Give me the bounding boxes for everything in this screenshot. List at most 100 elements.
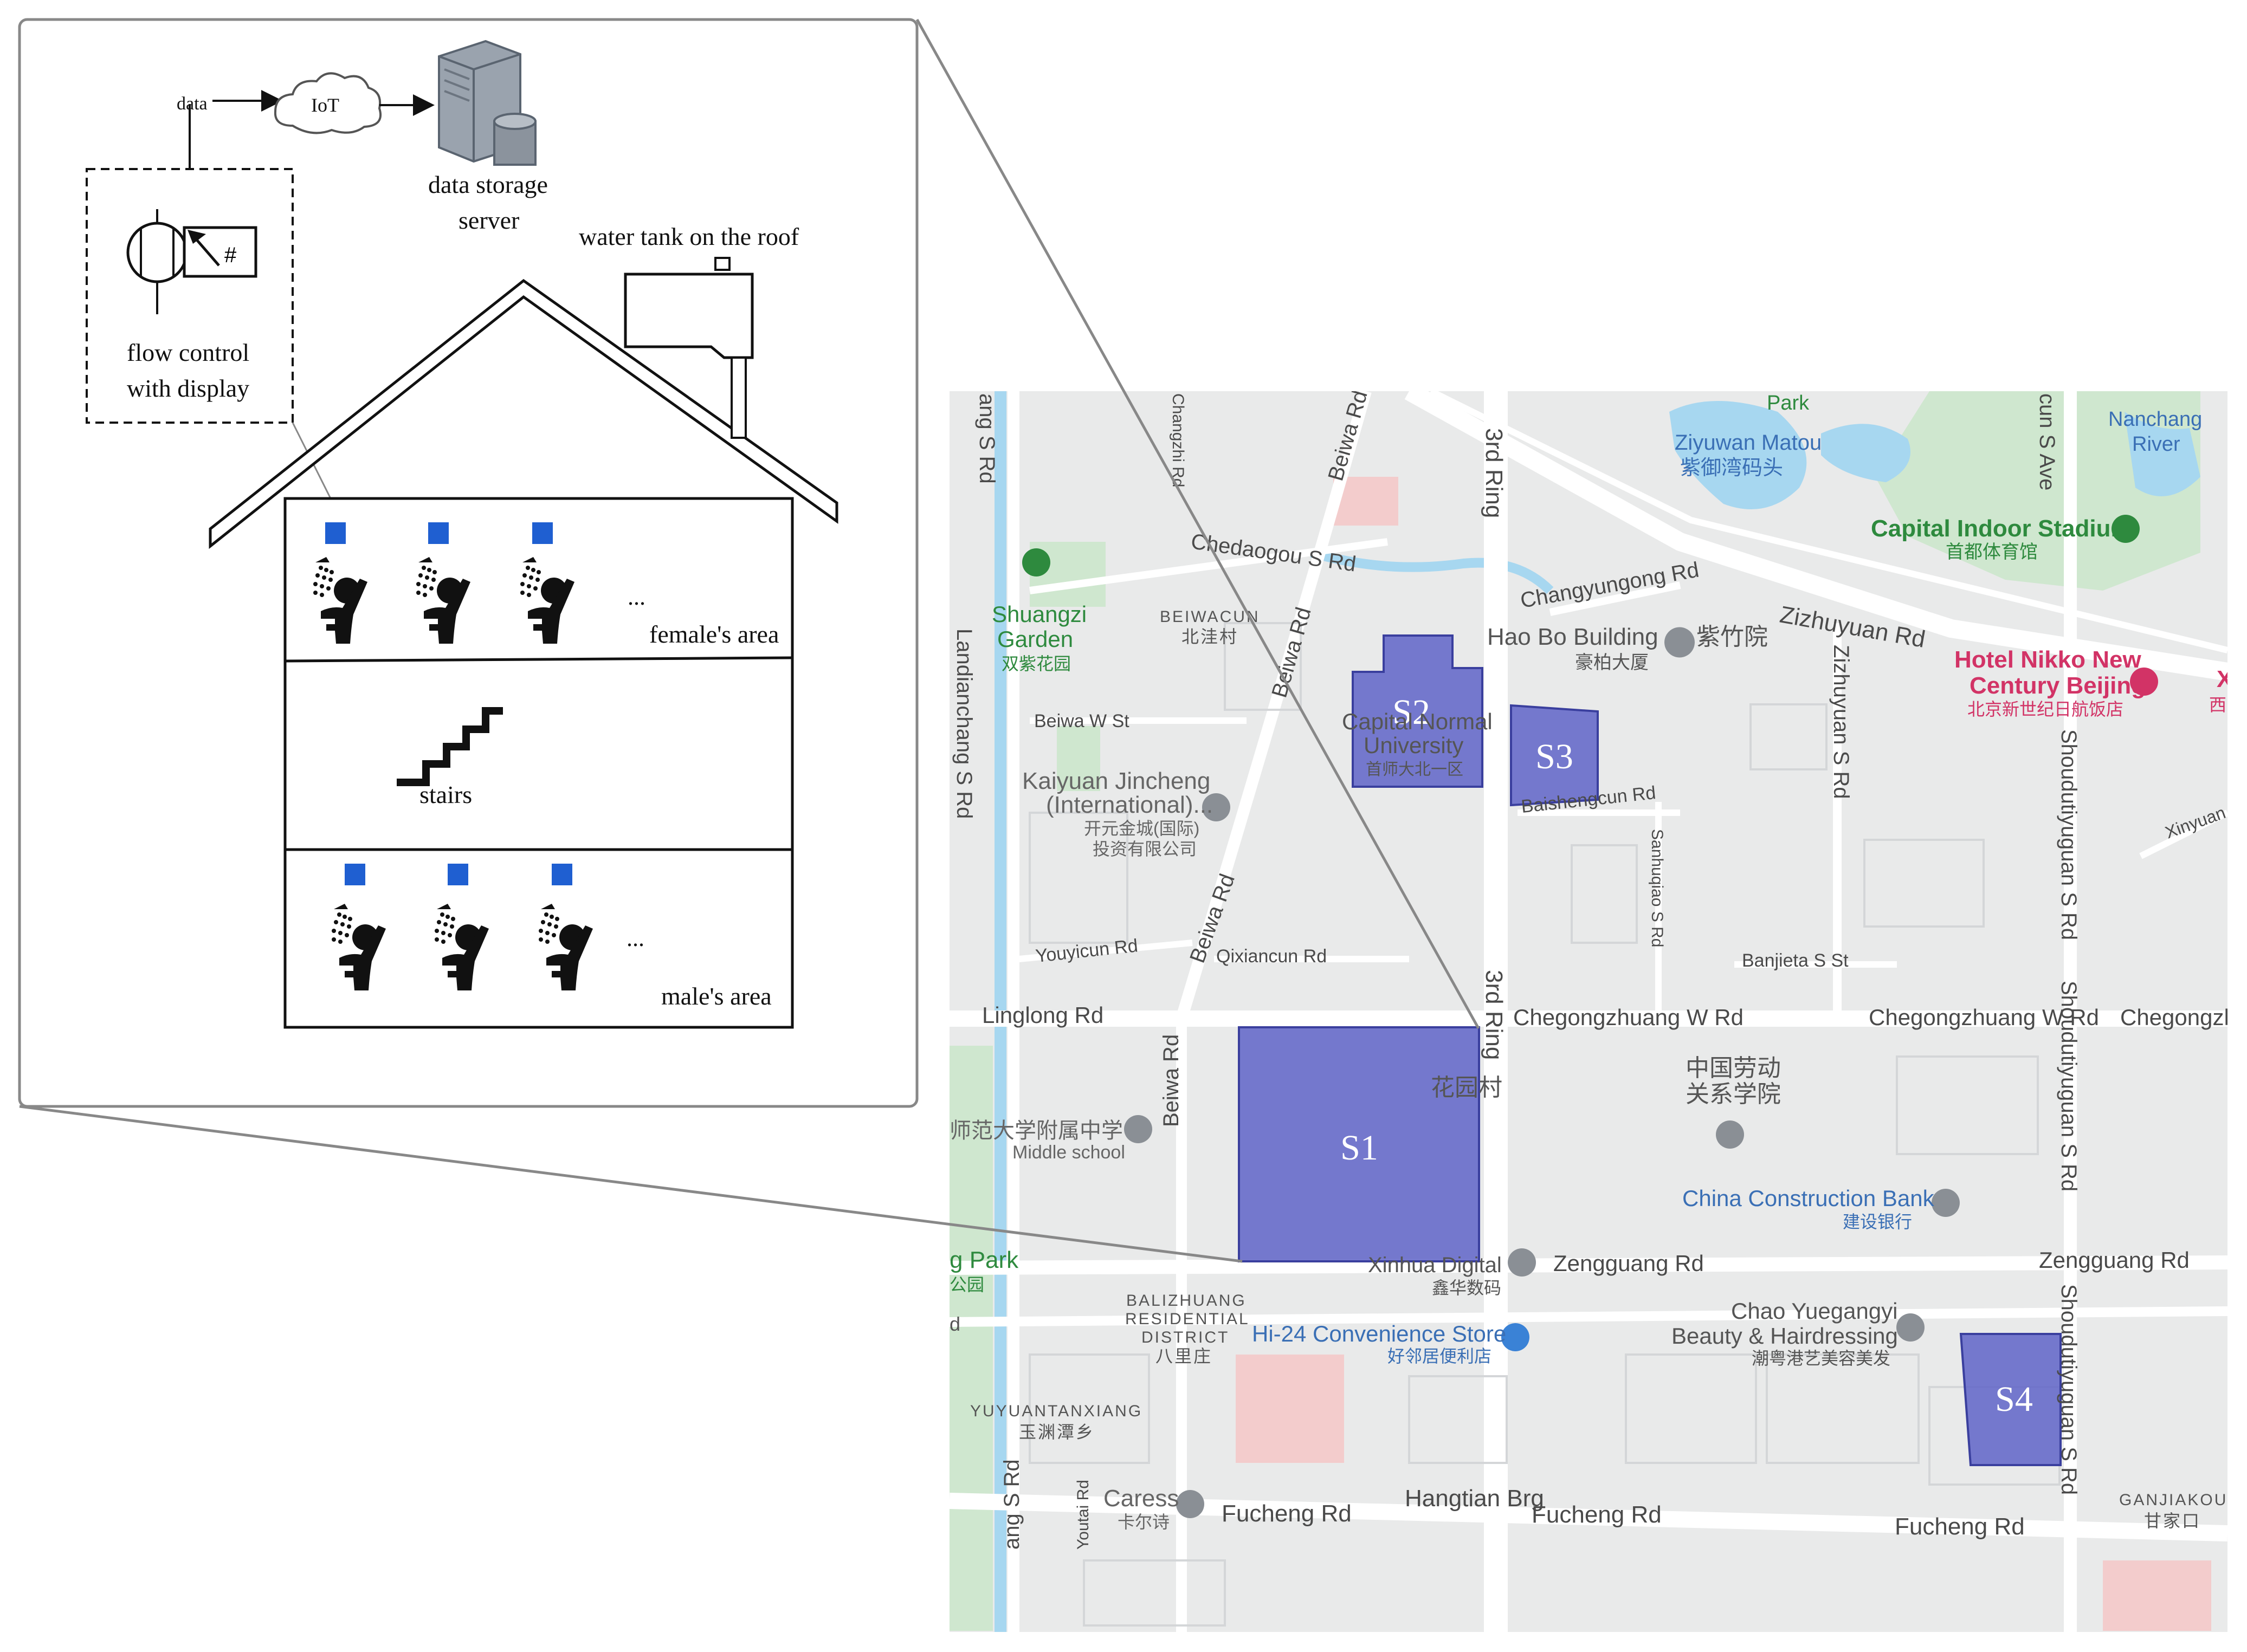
road-label: Hangtian Brg: [1405, 1485, 1544, 1512]
district-label: GANJIAKOU: [2119, 1491, 2227, 1509]
stairs-icon: [397, 707, 503, 786]
road-label: Youtai Rd: [1074, 1480, 1092, 1550]
iot-label: IoT: [311, 94, 339, 116]
road-label: Linglong Rd: [982, 1002, 1103, 1028]
poi-label: 师范大学附属中学: [950, 1119, 1123, 1143]
site-s4-area: [1959, 1333, 2062, 1466]
school-pin-icon[interactable]: [1716, 1120, 1744, 1149]
poi-label: Beauty & Hairdressing: [1671, 1323, 1898, 1349]
stadium-pin-icon[interactable]: [2112, 515, 2140, 543]
poi-label: Ziyuwan Matou: [1675, 431, 1822, 455]
poi-label: 紫竹院: [1696, 624, 1768, 650]
poi-label: Chao Yuegangyi: [1731, 1298, 1898, 1324]
poi-label: 卡尔诗: [1118, 1512, 1170, 1532]
poi-label: Kaiyuan Jincheng: [1022, 768, 1210, 794]
stairs-label: stairs: [419, 781, 472, 808]
server-label: server: [459, 206, 519, 234]
road-label: Zizhuyuan S Rd: [1829, 645, 1853, 799]
road-label: Zengguang Rd: [2039, 1247, 2190, 1273]
park-left: [950, 1046, 993, 1631]
sensor-marker: [345, 864, 365, 885]
road-label: Shoudutiyuguan S Rd: [2057, 1284, 2081, 1495]
map-panel: S2 S3 S1 S4 Chedaogou S Rd Changyungong …: [950, 391, 2247, 1632]
poi-label: 建设银行: [1843, 1212, 1912, 1232]
flow-control-label: with display: [127, 374, 249, 402]
flow-meter-icon: #: [126, 209, 257, 314]
floor-divider: [285, 656, 793, 663]
building-blocks: [1029, 622, 2061, 1627]
sensor-marker: [448, 864, 468, 885]
cloud-icon: [274, 72, 382, 134]
poi-label: Xi: [2217, 666, 2239, 692]
district-label: RESIDENTIAL: [1125, 1310, 1250, 1328]
poi-label: (International)...: [1046, 792, 1213, 818]
road-label: Qixiancun Rd: [1216, 946, 1327, 967]
location-pin-icon[interactable]: [1508, 1248, 1536, 1277]
poi-label: Caress: [1103, 1485, 1179, 1512]
location-pin-icon[interactable]: [1896, 1313, 1925, 1342]
store-pin-icon[interactable]: [1501, 1323, 1529, 1351]
hotel-pin-icon[interactable]: [2130, 668, 2158, 696]
green-patch: [1057, 726, 1100, 791]
ellipsis-label: ...: [627, 925, 644, 951]
server-icon: [438, 40, 537, 166]
poi-label: Middle school: [1012, 1142, 1125, 1163]
poi-label: Hi-24 Convenience Store: [1252, 1321, 1506, 1346]
male-area-label: male's area: [661, 982, 772, 1010]
poi-label: 投资有限公司: [1093, 839, 1197, 859]
district-label: 八里庄: [1155, 1346, 1212, 1366]
poi-label: 紫御湾码头: [1680, 457, 1783, 480]
school-pin-icon[interactable]: [1124, 1115, 1152, 1143]
nanchang-river: [2125, 412, 2200, 496]
poi-label: River: [2132, 433, 2180, 456]
road-label: Landianchang S Rd: [952, 629, 976, 819]
district-label: BEIWACUN: [1160, 608, 1260, 626]
poi-label: 双紫花园: [1002, 654, 1071, 673]
female-area: ... female's area: [313, 522, 779, 648]
road-label: Chegongzhu: [2120, 1005, 2247, 1030]
poi-label: 中国劳动: [1686, 1055, 1781, 1081]
sensor-marker: [428, 522, 449, 544]
poi-label: Hotel Nikko New: [1954, 646, 2142, 673]
lake: [1669, 401, 1807, 509]
poi-label: China Construction Bank: [1682, 1185, 1935, 1211]
canal: [1310, 548, 1554, 594]
district-label: 北洼村: [1181, 627, 1238, 646]
road-label: Beiwa Rd: [1159, 1034, 1183, 1127]
road-label: Beiwa W St: [1034, 711, 1129, 731]
road-label: Fucheng Rd: [1222, 1500, 1352, 1527]
poi-label: d: [950, 1313, 960, 1335]
poi-label: University: [1364, 733, 1463, 758]
poi-label: 公园: [950, 1275, 984, 1294]
poi-label: Park: [1767, 392, 1810, 414]
poi-label: Hao Bo Building: [1487, 624, 1658, 650]
road-label: ang S Rd: [975, 393, 999, 484]
poi-label: 好邻居便利店: [1387, 1346, 1491, 1366]
road-label: Sanhuqiao S Rd: [1648, 829, 1666, 948]
zoom-callout-lines: [19, 18, 1480, 1263]
lake-east: [1821, 424, 1910, 482]
location-pin-icon[interactable]: [1202, 793, 1230, 821]
sensor-marker: [552, 864, 572, 885]
site-s2-label: S2: [1392, 692, 1430, 732]
location-pin-icon[interactable]: [1664, 627, 1695, 658]
poi-label: Capital Normal: [1342, 709, 1493, 734]
female-area-label: female's area: [649, 620, 779, 648]
diagram-panel: data IoT data storage server: [18, 18, 919, 1108]
poi-label: Capital Indoor Stadium: [1871, 515, 2132, 542]
bank-pin-icon[interactable]: [1932, 1189, 1960, 1217]
water-tank-icon: [624, 257, 754, 439]
road-label: Chegongzhuang W Rd: [1513, 1005, 1744, 1030]
road-label: Shoudutiyuguan S Rd: [2057, 729, 2081, 940]
poi-label: 北京新世纪日航饭店: [1967, 699, 2123, 719]
park-pin-icon[interactable]: [1022, 548, 1050, 576]
site-s1-area: [1238, 1026, 1480, 1262]
road-label: Fucheng Rd: [1895, 1513, 2025, 1540]
house-roof: [209, 278, 838, 549]
male-area: ... male's area: [332, 864, 772, 1010]
building-pink: [2103, 1560, 2211, 1631]
flow-control-label: flow control: [127, 339, 249, 366]
poi-label: 鑫华数码: [1432, 1278, 1501, 1298]
location-pin-icon[interactable]: [1176, 1490, 1204, 1518]
road-label: Zengguang Rd: [1553, 1251, 1704, 1276]
